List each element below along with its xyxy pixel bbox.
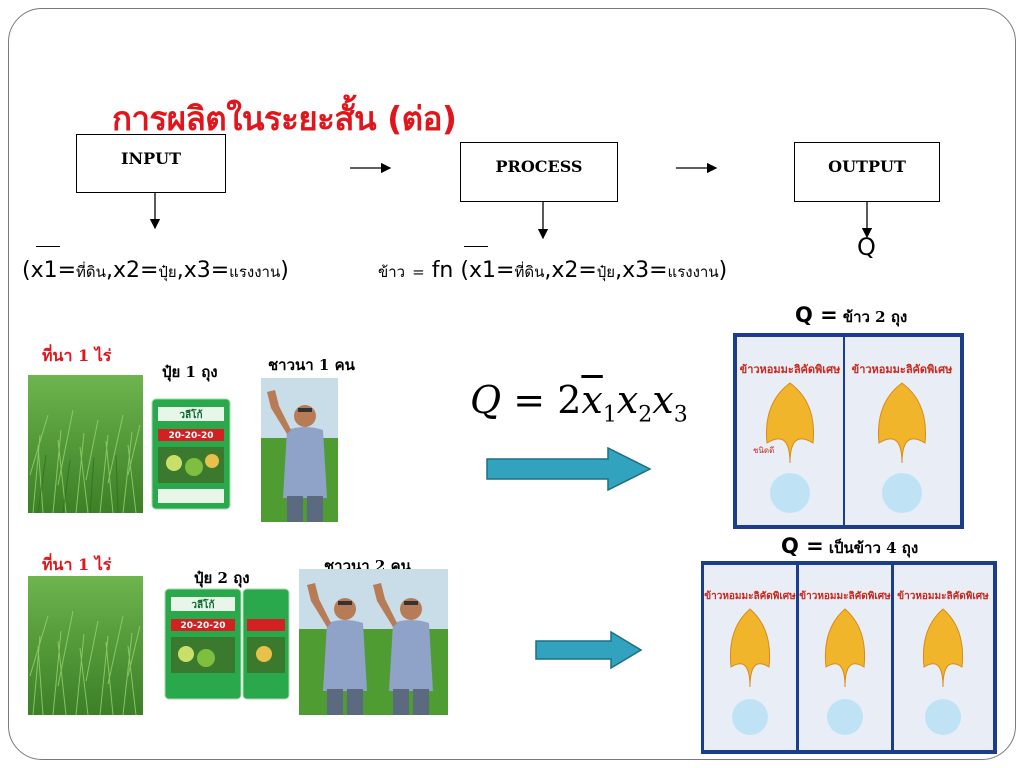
eq-sub1: 1 bbox=[602, 402, 617, 428]
eq-x3: x bbox=[652, 378, 674, 422]
x1-meaning: ที่ดิน bbox=[514, 263, 545, 281]
eq-x1: x bbox=[581, 378, 603, 422]
input-formula: (x1=ที่ดิน,x2=ปุ๋ย,x3=แรงงาน) bbox=[22, 258, 289, 284]
sep: , bbox=[176, 258, 184, 283]
eq-equals: = bbox=[513, 378, 546, 422]
x2-meaning: ปุ๋ย bbox=[158, 263, 177, 281]
slide-title: การผลิตในระยะสั้น (ต่อ) bbox=[112, 99, 457, 138]
process-label: PROCESS bbox=[495, 157, 583, 176]
row2-q-text: เป็นข้าว 4 ถุง bbox=[828, 539, 919, 557]
row2-output-label: Q = เป็นข้าว 4 ถุง bbox=[781, 534, 918, 560]
output-box: OUTPUT bbox=[794, 142, 940, 202]
process-box: PROCESS bbox=[460, 142, 618, 202]
x2-symbol: x2= bbox=[112, 258, 159, 283]
x1-symbol: x1= bbox=[468, 258, 515, 283]
equals-sign: = bbox=[412, 263, 425, 281]
x2-symbol: x2= bbox=[551, 258, 597, 283]
output-label: OUTPUT bbox=[828, 157, 906, 176]
input-box: INPUT bbox=[76, 134, 226, 193]
eq-q: Q bbox=[470, 378, 502, 422]
svg-text:20-20-20: 20-20-20 bbox=[180, 621, 225, 631]
rice-tag-text: ชนิดดี bbox=[753, 446, 774, 455]
row1-farmer-image bbox=[261, 378, 338, 522]
paren-close: ) bbox=[718, 258, 728, 283]
row1-output-label: Q = ข้าว 2 ถุง bbox=[795, 303, 907, 329]
row1-rice-field-image bbox=[28, 375, 143, 513]
rice-bag: ข้าวหอมมะลิคัดพิเศษ bbox=[845, 337, 960, 525]
rice-bag: ข้าวหอมมะลิคัดพิเศษ bbox=[799, 565, 891, 750]
svg-text:ข้าวหอมมะลิคัดพิเศษ: ข้าวหอมมะลิคัดพิเศษ bbox=[704, 590, 796, 602]
row2-fertilizer-label: ปุ๋ย 2 ถุง bbox=[194, 569, 250, 587]
svg-text:ข้าวหอมมะลิคัดพิเศษ: ข้าวหอมมะลิคัดพิเศษ bbox=[897, 590, 989, 602]
rice-word: ข้าว bbox=[378, 263, 406, 281]
fertilizer-brand-text: วลีโก้ bbox=[179, 408, 202, 421]
input-overbar bbox=[36, 246, 60, 247]
production-equation: Q = 2x1x2x3 bbox=[470, 378, 688, 428]
output-q: Q bbox=[857, 233, 876, 261]
eq-coef: 2 bbox=[557, 378, 582, 422]
row2-fertilizer-bags-image: วลีโก้ 20-20-20 bbox=[164, 588, 290, 700]
x2-meaning: ปุ๋ย bbox=[596, 263, 616, 281]
rice-bag: ข้าวหอมมะลิคัดพิเศษ bbox=[894, 565, 993, 750]
rice-brand-text: ข้าวหอมมะลิคัดพิเศษ bbox=[740, 363, 841, 376]
svg-text:ข้าวหอมมะลิคัดพิเศษ: ข้าวหอมมะลิคัดพิเศษ bbox=[852, 363, 953, 376]
x1-symbol: x1= bbox=[30, 258, 77, 283]
paren-open: ( bbox=[460, 258, 469, 283]
svg-text:วลีโก้: วลีโก้ bbox=[191, 598, 214, 611]
paren-close: ) bbox=[280, 258, 289, 283]
row1-fertilizer-bag-image: วลีโก้ 20-20-20 bbox=[150, 397, 232, 511]
eq-sub3: 3 bbox=[673, 402, 688, 428]
row2-farmers-image bbox=[299, 569, 448, 715]
row1-fertilizer-label: ปุ๋ย 1 ถุง bbox=[162, 363, 218, 381]
sep: , bbox=[105, 258, 113, 283]
row1-farmer-label: ชาวนา 1 คน bbox=[268, 356, 355, 374]
x3-meaning: แรงงาน bbox=[229, 263, 281, 281]
x1-meaning: ที่ดิน bbox=[76, 263, 106, 281]
sep: , bbox=[615, 258, 623, 283]
eq-sub2: 2 bbox=[638, 402, 653, 428]
eq-x2: x bbox=[616, 378, 639, 422]
sep: , bbox=[544, 258, 552, 283]
row2-land-label: ที่นา 1 ไร่ bbox=[42, 555, 112, 574]
row2-q-symbol: Q = bbox=[781, 534, 824, 558]
row2-big-arrow bbox=[535, 631, 643, 669]
row1-rice-bags-image: ข้าวหอมมะลิคัดพิเศษ ชนิดดี ข้าวหอมมะลิคั… bbox=[733, 333, 964, 529]
row2-rice-field-image bbox=[28, 576, 143, 715]
x3-symbol: x3= bbox=[183, 258, 230, 283]
process-overbar bbox=[464, 246, 488, 247]
process-formula: ข้าว = fn (x1=ที่ดิน,x2=ปุ๋ย,x3=แรงงาน) bbox=[378, 258, 727, 284]
fn-symbol: fn bbox=[431, 258, 454, 283]
x3-meaning: แรงงาน bbox=[667, 263, 719, 281]
row1-land-label: ที่นา 1 ไร่ bbox=[42, 346, 112, 365]
fertilizer-grade-text: 20-20-20 bbox=[168, 431, 213, 441]
row2-rice-bags-image: ข้าวหอมมะลิคัดพิเศษ ข้าวหอมมะลิคัดพิเศษ … bbox=[701, 561, 997, 754]
input-label: INPUT bbox=[121, 149, 181, 168]
row1-big-arrow bbox=[486, 447, 652, 491]
row1-q-text: ข้าว 2 ถุง bbox=[842, 308, 908, 326]
paren-open: ( bbox=[22, 258, 31, 283]
rice-bag: ข้าวหอมมะลิคัดพิเศษ ชนิดดี bbox=[737, 337, 843, 525]
rice-bag: ข้าวหอมมะลิคัดพิเศษ bbox=[704, 565, 796, 750]
x3-symbol: x3= bbox=[622, 258, 668, 283]
row1-q-symbol: Q = bbox=[795, 303, 838, 327]
svg-text:ข้าวหอมมะลิคัดพิเศษ: ข้าวหอมมะลิคัดพิเศษ bbox=[799, 590, 891, 602]
